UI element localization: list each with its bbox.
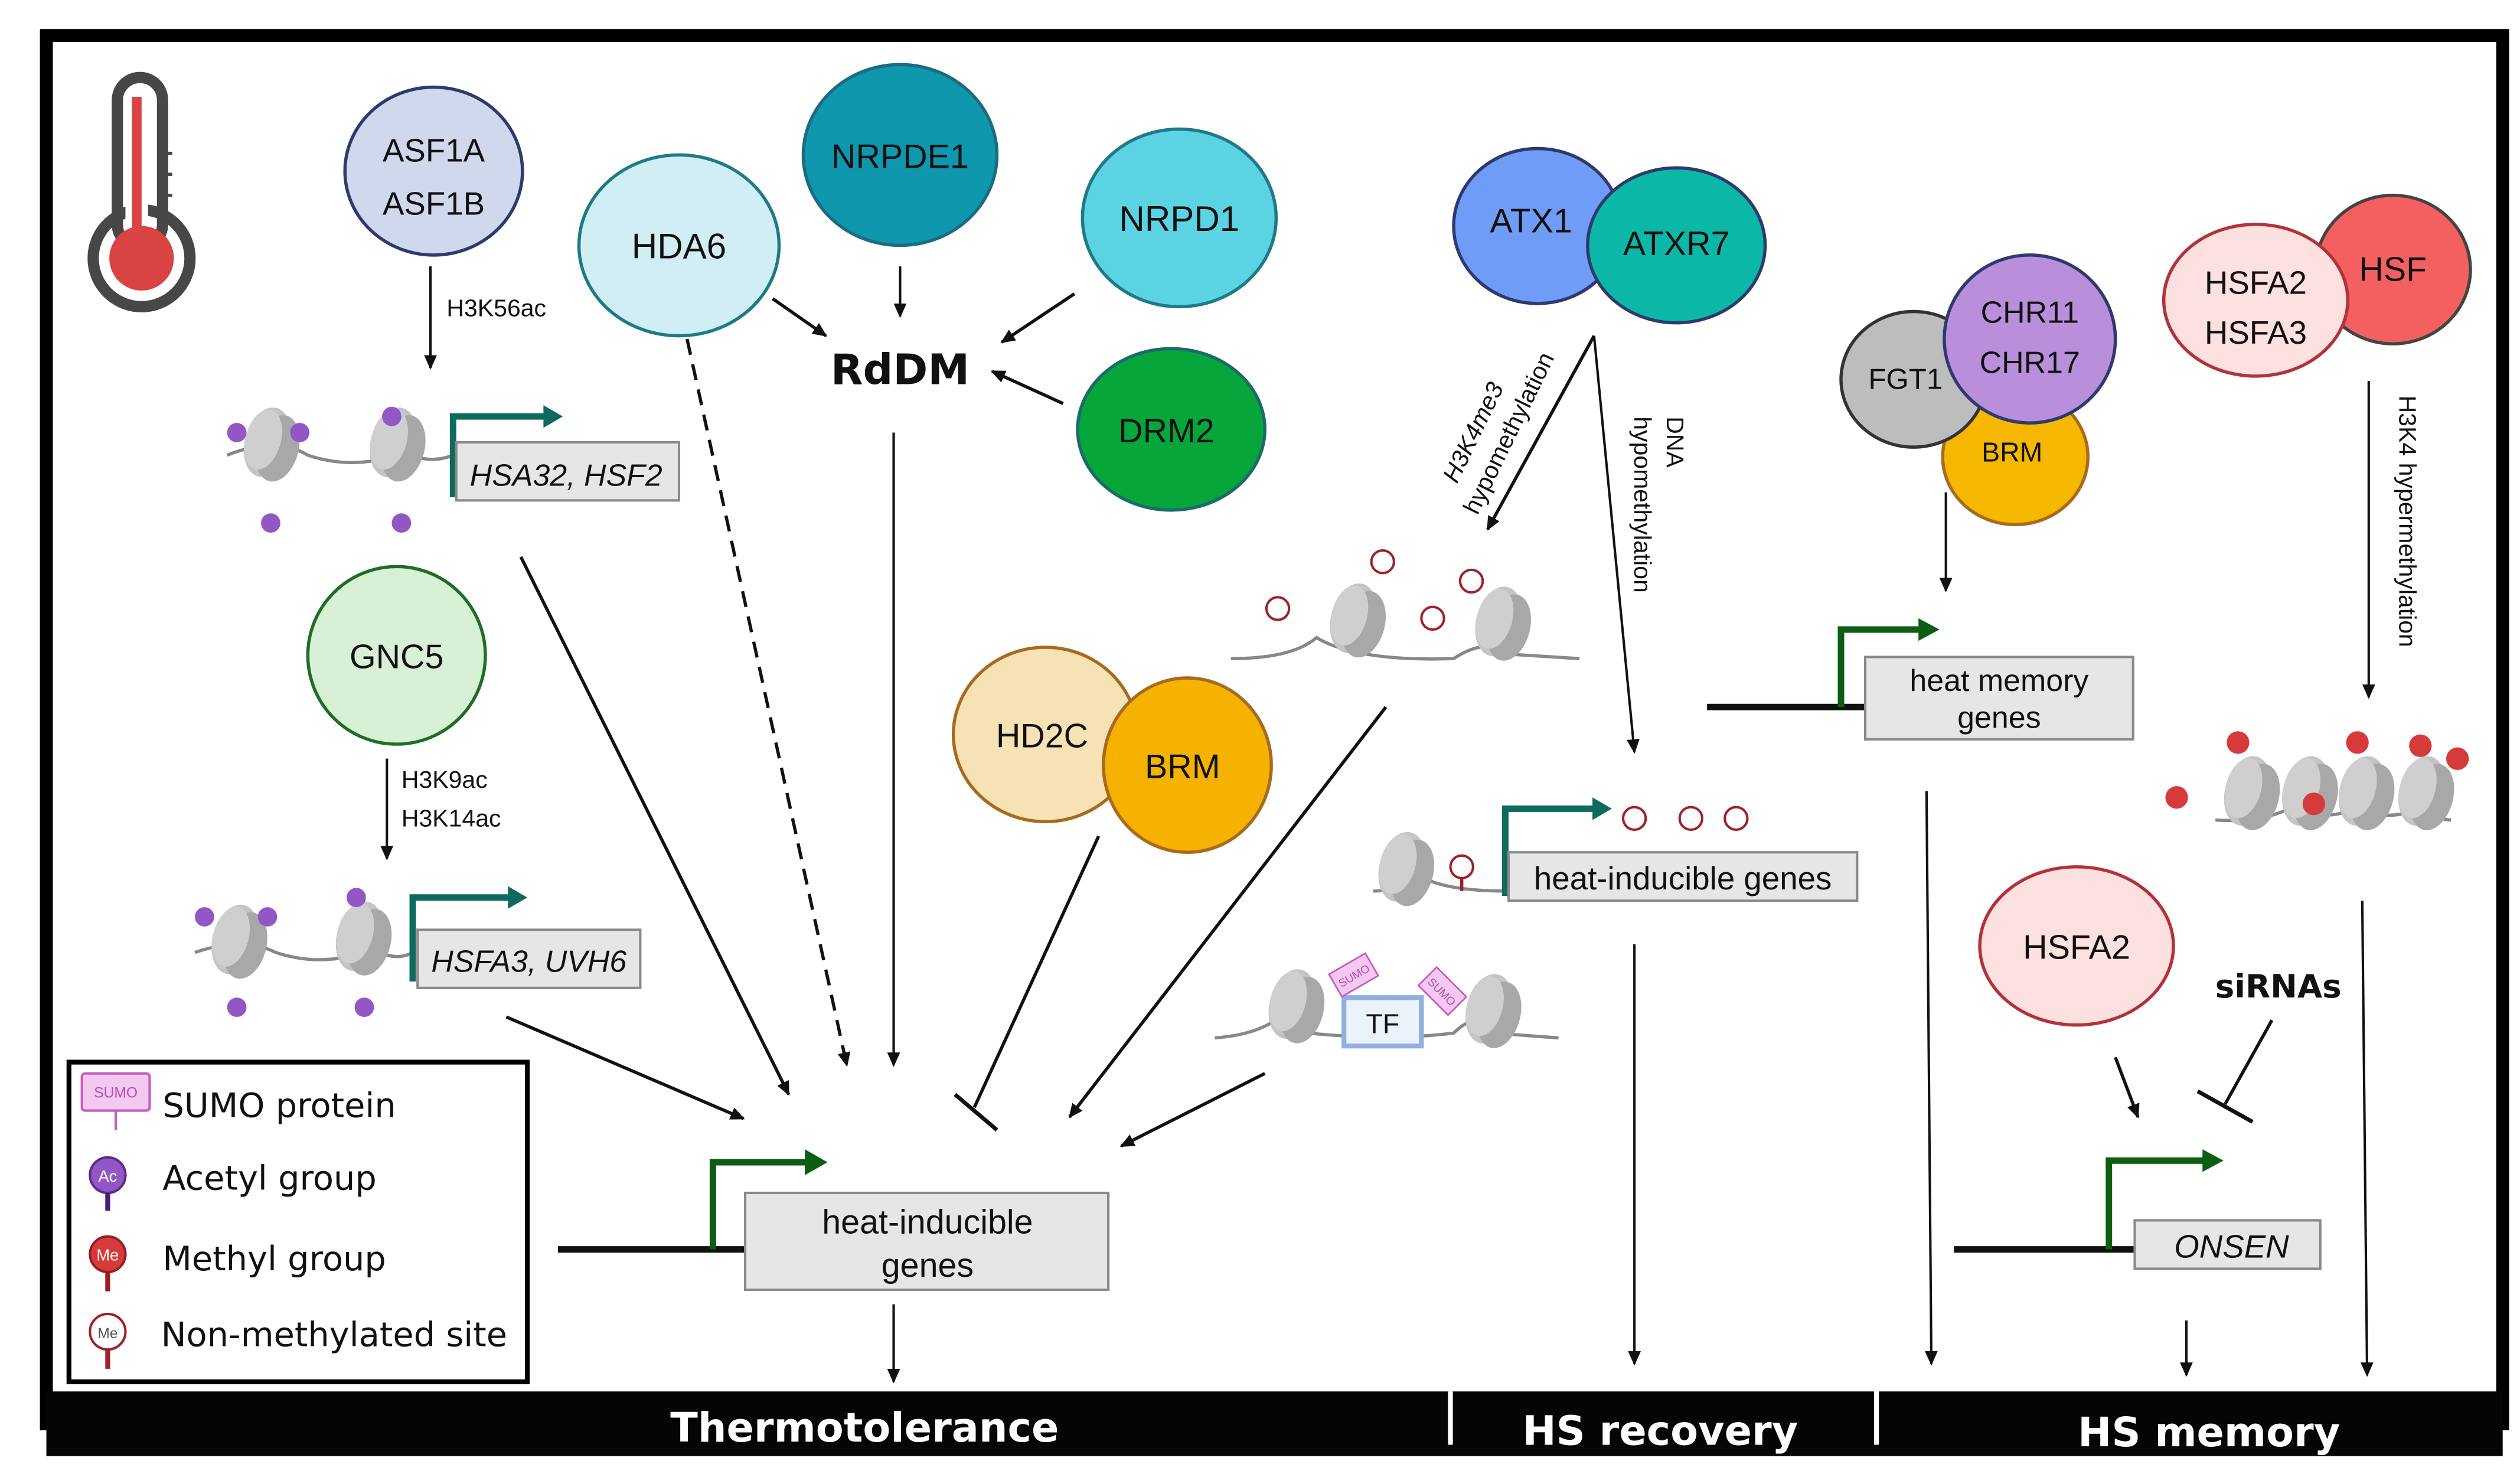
sirnas-label: siRNAs bbox=[2215, 967, 2342, 1005]
outcome-thermotolerance: Thermotolerance bbox=[670, 1405, 1059, 1452]
atx1-label: ATX1 bbox=[1490, 203, 1572, 240]
sumoylated-tf-chromatin: TF SUMO SUMO bbox=[1215, 952, 1559, 1054]
arrow-hypomethylated-chromatin-to-genes bbox=[1068, 706, 1388, 1119]
gene-heat-inducible-recovery: heat-inducible genes bbox=[1371, 797, 1859, 911]
inhibition-sirnas-to-onsen bbox=[2196, 1019, 2274, 1124]
protein-chr11-chr17: CHR11 CHR17 bbox=[1943, 253, 2117, 425]
asf1b-label: ASF1B bbox=[383, 186, 485, 222]
dashed-arrow-hda6-to-genes bbox=[685, 338, 851, 1067]
arrow-sumo-to-genes bbox=[1119, 1072, 1266, 1148]
legend-sumo-label: SUMO protein bbox=[162, 1085, 396, 1125]
methyl-icon-text: Me bbox=[96, 1246, 119, 1264]
sumo-icon: SUMO bbox=[80, 1072, 151, 1130]
arrow-hsa32-to-genes bbox=[519, 556, 791, 1096]
non-methylated-icon-text: Me bbox=[97, 1326, 117, 1342]
sumo-icon-text: SUMO bbox=[94, 1085, 138, 1101]
gene-heat-inducible-thermotolerance: heat-inducible genes bbox=[558, 1149, 1110, 1291]
protein-brm: BRM bbox=[1102, 676, 1273, 854]
heat-memory-label-1: heat memory bbox=[1909, 664, 2088, 698]
onsen-label: ONSEN bbox=[2174, 1228, 2289, 1264]
fgt1-label: FGT1 bbox=[1868, 363, 1943, 396]
arrow-atx-to-h3k4me3 bbox=[1486, 335, 1596, 531]
arrow-hsfa3-to-genes bbox=[505, 1015, 745, 1120]
protein-asf1: ASF1A ASF1B bbox=[343, 85, 524, 257]
brm-label: BRM bbox=[1145, 748, 1220, 785]
gene-hsa32-hsf2: HSA32, HSF2 bbox=[470, 459, 662, 493]
legend-methyl-label: Methyl group bbox=[162, 1239, 386, 1279]
protein-drm2: DRM2 bbox=[1076, 347, 1266, 512]
brm-memory-label: BRM bbox=[1982, 437, 2042, 468]
arrow-drm2-to-rddm bbox=[990, 370, 1064, 405]
h3k4me3-hypomethylation-label: H3K4me3 hypomethylation bbox=[1437, 348, 1559, 519]
hsfa3-label: HSFA3 bbox=[2205, 315, 2307, 351]
chr11-label: CHR11 bbox=[1981, 296, 2079, 330]
hd2c-label: HD2C bbox=[996, 718, 1088, 755]
protein-hsfa2-hsfa3: HSFA2 HSFA3 bbox=[2162, 223, 2349, 378]
inhibition-hd2c-to-genes bbox=[954, 835, 1101, 1132]
hypermethylated-nucleosomes bbox=[2165, 731, 2469, 836]
protein-hsfa2: HSFA2 bbox=[1978, 865, 2175, 1027]
hsf-label: HSF bbox=[2359, 251, 2427, 289]
arrow-atx-to-dna-hypomethylation bbox=[1592, 335, 1640, 754]
outcome-hs-recovery: HS recovery bbox=[1522, 1408, 1798, 1455]
legend: SUMO SUMO protein Ac Acetyl group Me Met… bbox=[66, 1059, 530, 1384]
legend-non-methylated-label: Non-methylated site bbox=[161, 1315, 507, 1355]
legend-acetyl-label: Acetyl group bbox=[162, 1158, 376, 1198]
acetyl-icon-text: Ac bbox=[98, 1167, 117, 1185]
arrow-hsfa2-to-onsen bbox=[2114, 1057, 2140, 1119]
tf-label: TF bbox=[1366, 1008, 1399, 1039]
dna-hypomethylation-text: hypomethylation bbox=[1629, 416, 1656, 593]
atxr7-label: ATXR7 bbox=[1623, 225, 1730, 263]
protein-nrpde1: NRPDE1 bbox=[801, 63, 999, 247]
arrow-nrpd1-to-rddm bbox=[1000, 292, 1076, 344]
gene-heat-memory: heat memory genes bbox=[1707, 618, 2134, 741]
protein-atxr7: ATXR7 bbox=[1586, 166, 1767, 325]
heat-inducible-recovery-label: heat-inducible genes bbox=[1534, 860, 1832, 896]
acetylated-chromatin-hsfa3: HSFA3, UVH6 bbox=[194, 886, 642, 1017]
arrow-hda6-to-rddm bbox=[771, 297, 827, 337]
h3k4-hypermethylation-label: H3K4 hypermethylation bbox=[2394, 396, 2421, 647]
nrpde1-label: NRPDE1 bbox=[831, 138, 969, 175]
heat-inducible-label-1: heat-inducible bbox=[822, 1203, 1033, 1241]
drm2-label: DRM2 bbox=[1118, 412, 1215, 450]
asf1a-label: ASF1A bbox=[383, 132, 485, 168]
arrow-hypermethylation-to-hs-memory bbox=[2360, 901, 2374, 1377]
protein-nrpd1: NRPD1 bbox=[1081, 127, 1278, 309]
thermometer-icon bbox=[87, 71, 196, 312]
arrow-heat-memory-to-hs-memory bbox=[1924, 791, 1938, 1366]
heat-memory-label-2: genes bbox=[1957, 701, 2041, 735]
outcome-hs-memory: HS memory bbox=[2078, 1410, 2340, 1456]
h3k56ac-label: H3K56ac bbox=[446, 295, 546, 322]
h3k9ac-label: H3K9ac bbox=[401, 766, 488, 793]
dna-label: DNA bbox=[1661, 416, 1689, 468]
dna-hypomethylation-label: DNA hypomethylation bbox=[1629, 416, 1689, 593]
protein-brm-memory: BRM bbox=[1941, 387, 2090, 527]
gnc5-label: GNC5 bbox=[350, 638, 443, 676]
rddm-label: RdDM bbox=[831, 345, 970, 394]
nrpd1-label: NRPD1 bbox=[1119, 199, 1239, 239]
protein-gnc5: GNC5 bbox=[306, 565, 487, 746]
hda6-label: HDA6 bbox=[632, 226, 726, 266]
protein-atx1: ATX1 bbox=[1452, 146, 1623, 305]
acetylated-chromatin-hsa32: HSA32, HSF2 bbox=[226, 402, 681, 533]
hsfa2-single-label: HSFA2 bbox=[2023, 929, 2130, 967]
protein-hda6: HDA6 bbox=[577, 153, 781, 338]
heat-inducible-label-2: genes bbox=[882, 1247, 974, 1284]
hypomethylated-nucleosomes bbox=[1230, 549, 1580, 666]
hsfa2-label: HSFA2 bbox=[2205, 265, 2307, 301]
gene-onsen: ONSEN bbox=[1954, 1149, 2322, 1270]
protein-hd2c: HD2C bbox=[951, 645, 1139, 823]
non-methylated-icon: Me bbox=[89, 1312, 127, 1369]
outcome-bar: Thermotolerance HS recovery HS memory bbox=[46, 1388, 2503, 1456]
gene-hsfa3-uvh6: HSFA3, UVH6 bbox=[431, 944, 626, 979]
chr17-label: CHR17 bbox=[1980, 345, 2080, 380]
methyl-icon: Me bbox=[89, 1235, 127, 1292]
h3k14ac-label: H3K14ac bbox=[401, 804, 501, 832]
acetyl-icon: Ac bbox=[89, 1156, 127, 1211]
